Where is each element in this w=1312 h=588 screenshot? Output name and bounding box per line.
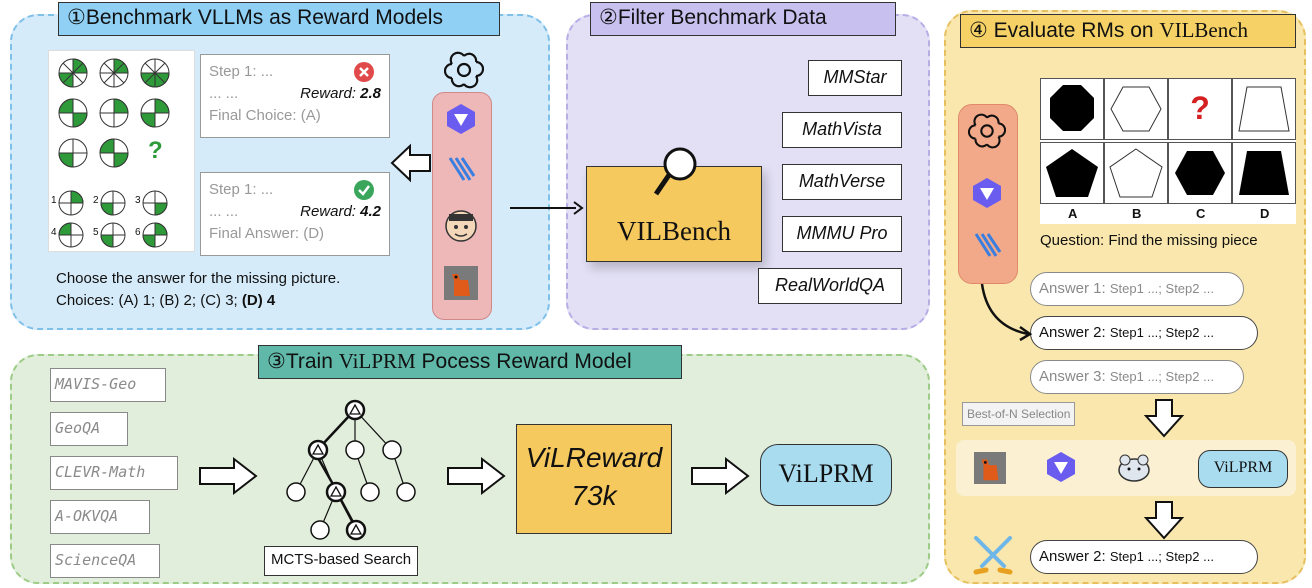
final-answer: Answer 2: Step1 ...; Step2 ... [1030, 540, 1258, 574]
puzzle-option-number: 5 [93, 227, 99, 238]
vilbench-label: VILBench [617, 216, 731, 246]
mcts-tree [286, 399, 416, 541]
option-letter: D [1260, 206, 1270, 221]
train-dataset-box: A-OKVQA [50, 500, 150, 534]
puzzle-wheel [142, 190, 168, 216]
question-text: Question: Find the missing piece [1040, 232, 1258, 249]
arrow-to-vilbench [510, 201, 584, 215]
puzzle-wheel [140, 58, 170, 88]
puzzle-wheel [99, 138, 129, 168]
qwen-logo-icon [973, 178, 1001, 208]
train-title: ③Train ViLPRM Pocess Reward Model [258, 345, 682, 379]
vilprm-model-box: ViLPRM [760, 444, 892, 506]
option-letter: C [1196, 206, 1206, 221]
mouse-logo-icon [1118, 454, 1150, 482]
check-icon [354, 180, 374, 200]
puzzle-wheel [58, 190, 84, 216]
internvl-logo-icon [448, 157, 476, 181]
question-text: Choose the answer for the missing pictur… [56, 270, 341, 287]
llama-logo-icon [444, 266, 478, 300]
qwen-logo-icon [447, 104, 475, 134]
puzzle-wheel [142, 222, 168, 248]
puzzle-image: ? 1 2 3 4 5 6 [48, 50, 195, 252]
crossed-swords-icon [973, 536, 1013, 575]
puzzle-wheel [58, 98, 88, 128]
missing-piece-mark: ? [1190, 90, 1210, 126]
option-letter: B [1132, 206, 1142, 221]
train-dataset-box: GeoQA [50, 412, 128, 446]
filter-title: ②Filter Benchmark Data [590, 2, 896, 36]
wrong-icon [354, 62, 374, 82]
reasoning-box-right: Step 1: ... ... ... Reward: 4.2 Final An… [200, 172, 390, 256]
train-dataset-box: CLEVR-Math [50, 456, 178, 490]
choices-text: Choices: (A) 1; (B) 2; (C) 3; (D) 4 [56, 292, 276, 309]
puzzle-wheel [58, 58, 88, 88]
benchmark-title: ①Benchmark VLLMs as Reward Models [58, 2, 500, 36]
down-hollow-arrow-icon [1144, 501, 1184, 540]
evaluate-title: ④ Evaluate RMs on VILBench [960, 14, 1296, 48]
train-dataset-box: ScienceQA [50, 544, 160, 578]
puzzle-option-number: 2 [93, 195, 99, 206]
left-hollow-arrow-icon [390, 143, 431, 183]
dataset-box: MathVista [782, 112, 902, 148]
qwen-logo-icon [1047, 452, 1075, 482]
right-hollow-arrow-icon [447, 456, 506, 496]
puzzle-question-mark: ? [148, 137, 163, 164]
puzzle-wheel [100, 222, 126, 248]
puzzle-wheel [100, 190, 126, 216]
vilreward-box: ViLReward 73k [516, 424, 672, 534]
magnifier-icon [653, 147, 697, 196]
curved-arrow-icon [980, 283, 1033, 342]
dataset-box: MMStar [808, 60, 902, 96]
llama-logo-icon [974, 452, 1006, 484]
internvl-logo-icon [974, 233, 1002, 257]
puzzle-wheel [140, 98, 170, 128]
down-hollow-arrow-icon [1144, 399, 1184, 438]
bon-label: Best-of-N Selection [962, 402, 1076, 426]
openai-logo-icon [444, 51, 484, 89]
openai-logo-icon [968, 113, 1006, 149]
puzzle-option-number: 1 [51, 195, 57, 206]
dataset-box: RealWorldQA [758, 268, 902, 304]
reasoning-box-wrong: Step 1: ... ... ... Reward: 2.8 Final Ch… [200, 54, 390, 138]
dataset-box: MathVerse [782, 164, 902, 200]
puzzle-option-number: 4 [51, 227, 57, 238]
vilprm-model-box: ViLPRM [1198, 450, 1288, 488]
vilbench-box [586, 166, 762, 262]
option-letter: A [1068, 206, 1078, 221]
answer-item: Answer 3: Step1 ...; Step2 ... [1030, 360, 1244, 394]
mcts-label: MCTS-based Search [264, 546, 419, 576]
puzzle-option-number: 3 [135, 195, 141, 206]
llava-logo-icon [445, 210, 477, 242]
right-hollow-arrow-icon [691, 456, 750, 496]
train-dataset-box: MAVIS-Geo [50, 368, 166, 402]
question-puzzle: ? A B C D [1040, 78, 1296, 224]
puzzle-option-number: 6 [135, 227, 141, 238]
puzzle-wheel [99, 58, 129, 88]
right-hollow-arrow-icon [199, 456, 258, 496]
answer-item: Answer 2: Step1 ...; Step2 ... [1030, 316, 1258, 350]
puzzle-wheel [99, 98, 129, 128]
answer-item: Answer 1: Step1 ...; Step2 ... [1030, 272, 1244, 306]
dataset-box: MMMU Pro [782, 216, 902, 252]
puzzle-wheel [58, 138, 88, 168]
puzzle-wheel [58, 222, 84, 248]
